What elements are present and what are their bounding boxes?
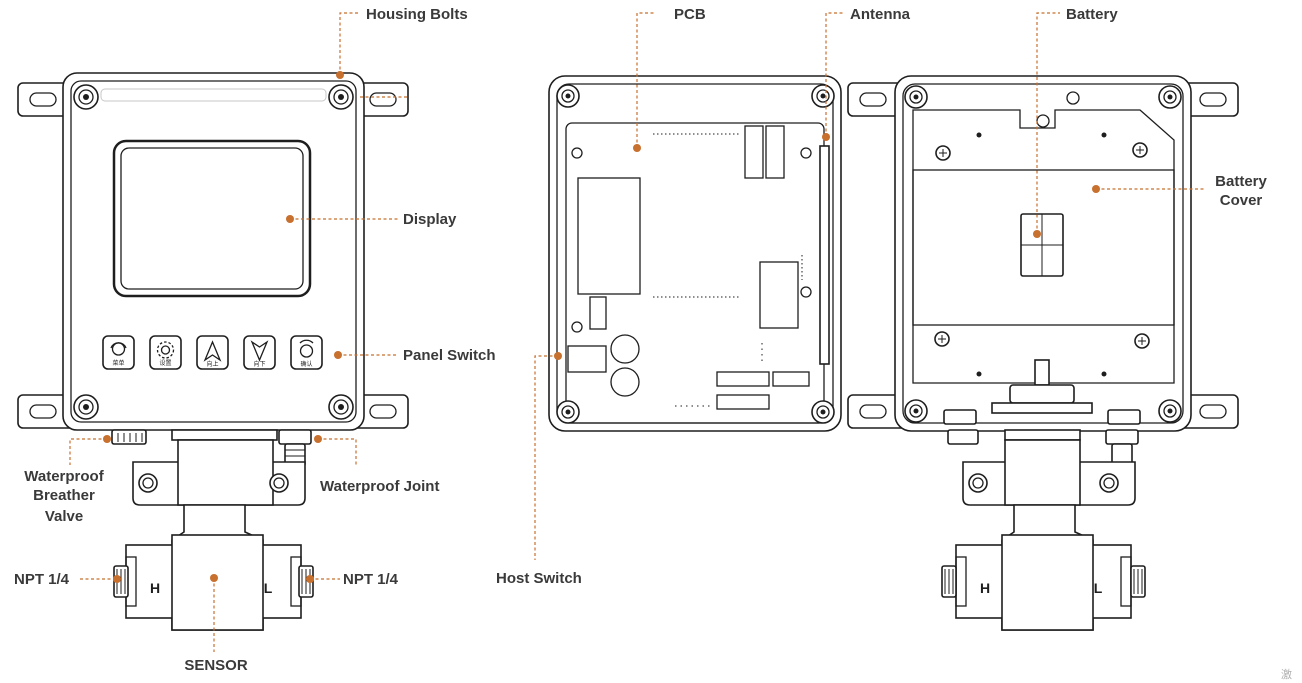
battery-cover bbox=[912, 169, 1175, 326]
label-panel-switch: Panel Switch bbox=[403, 347, 496, 364]
watermark: 激 bbox=[1281, 667, 1292, 681]
pcb-board bbox=[567, 125, 812, 410]
label-battery: Battery bbox=[1066, 6, 1118, 23]
label-battery-cover-line2: Cover bbox=[1220, 192, 1263, 209]
front-view: 菜单 设置 向上 向下 确认 bbox=[17, 72, 409, 631]
label-antenna: Antenna bbox=[850, 6, 911, 23]
button-label-menu: 菜单 bbox=[112, 359, 124, 367]
label-breather-valve-line2: Breather bbox=[33, 487, 95, 504]
label-breather-valve-line3: Valve bbox=[45, 508, 83, 525]
open-housing bbox=[548, 75, 842, 432]
panel-switch-buttons: 菜单 设置 向上 向下 确认 bbox=[102, 335, 323, 370]
button-label-up: 向上 bbox=[206, 360, 218, 368]
waterproof-joint bbox=[278, 429, 312, 445]
label-battery-cover-line1: Battery bbox=[1215, 173, 1267, 190]
label-housing-bolts: Housing Bolts bbox=[366, 6, 468, 23]
label-sensor: SENSOR bbox=[184, 657, 248, 674]
button-down[interactable]: 向下 bbox=[243, 335, 276, 370]
antenna bbox=[819, 145, 830, 365]
port-mark-high-back: H bbox=[980, 580, 990, 596]
button-up[interactable]: 向上 bbox=[196, 335, 229, 370]
port-mark-low-back: L bbox=[1094, 580, 1103, 596]
host-switch[interactable] bbox=[567, 345, 607, 373]
button-label-down: 向下 bbox=[253, 360, 265, 368]
breather-valve bbox=[111, 429, 147, 445]
button-label-settings: 设置 bbox=[159, 359, 171, 367]
label-host-switch: Host Switch bbox=[496, 570, 582, 587]
label-pcb: PCB bbox=[674, 6, 706, 23]
button-menu[interactable]: 菜单 bbox=[102, 335, 135, 370]
callout-labels: Housing Bolts Display Panel Switch Water… bbox=[14, 6, 1268, 674]
display-screen bbox=[112, 139, 312, 298]
label-npt-left: NPT 1/4 bbox=[14, 571, 70, 588]
button-settings[interactable]: 设置 bbox=[149, 335, 182, 370]
button-confirm[interactable]: 确认 bbox=[290, 335, 323, 370]
open-housing-view bbox=[548, 75, 842, 432]
port-mark-low: L bbox=[264, 580, 273, 596]
sensor-core bbox=[171, 534, 264, 631]
port-mark-high: H bbox=[150, 580, 160, 596]
back-view: H L bbox=[847, 75, 1239, 631]
housing-bolts bbox=[73, 84, 354, 420]
callout-leaders bbox=[69, 12, 1205, 652]
button-label-confirm: 确认 bbox=[300, 360, 312, 368]
label-waterproof-joint: Waterproof Joint bbox=[320, 478, 439, 495]
label-breather-valve-line1: Waterproof bbox=[24, 468, 104, 485]
label-display: Display bbox=[403, 211, 457, 228]
label-npt-right: NPT 1/4 bbox=[343, 571, 399, 588]
